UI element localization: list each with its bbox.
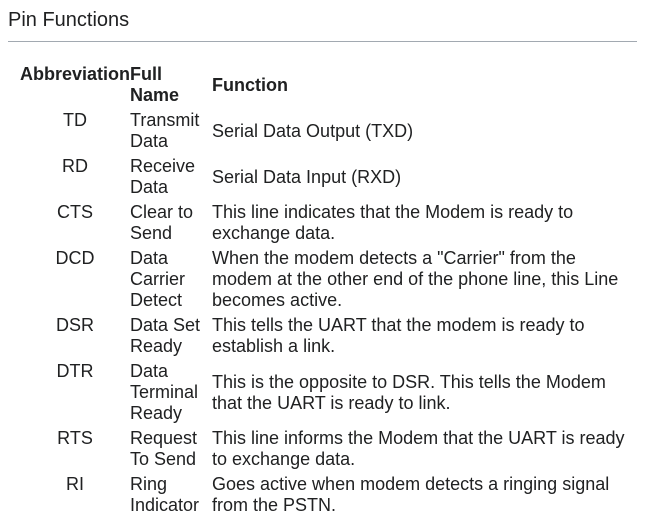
function-cell: Serial Data Input (RXD) (212, 166, 402, 187)
pin-functions-table: Abbreviation Full Name Function TD Transm… (20, 62, 626, 518)
abbreviation-cell: RI (66, 474, 84, 494)
abbreviation-cell: DSR (56, 315, 95, 335)
function-cell: When the modem detects a "Carrier" from … (212, 248, 619, 310)
table-row: RI Ring Indicator Goes active when modem d… (20, 472, 626, 518)
col-header-full-name: Full Name (130, 64, 180, 105)
full-name-cell: Data Terminal Ready (130, 361, 199, 423)
table-row: DSR Data Set Ready This tells the UART tha… (20, 313, 626, 359)
col-header-abbreviation: Abbreviation (20, 64, 131, 84)
full-name-cell: Receive Data (130, 156, 196, 197)
table-row: CTS Clear to Send This line indicates that… (20, 200, 626, 246)
full-name-cell: Request To Send (130, 428, 198, 469)
table-row: RTS Request To Send This line informs the … (20, 426, 626, 472)
abbreviation-cell: CTS (57, 202, 93, 222)
function-cell: Goes active when modem detects a ringing… (212, 474, 610, 515)
function-cell: This line indicates that the Modem is re… (212, 202, 574, 243)
col-header-function: Function (212, 74, 288, 95)
abbreviation-cell: DCD (55, 248, 95, 268)
function-cell: This is the opposite to DSR. This tells … (212, 371, 606, 413)
full-name-cell: Transmit Data (130, 110, 200, 151)
page-title: Pin Functions (8, 9, 130, 31)
full-name-cell: Data Set Ready (130, 315, 201, 356)
function-cell: This tells the UART that the modem is re… (212, 315, 585, 356)
abbreviation-cell: DTR (56, 361, 94, 381)
table-row: RD Receive Data Serial Data Input (RXD) (20, 154, 626, 200)
section-divider (8, 41, 637, 42)
function-cell: This line informs the Modem that the UAR… (212, 428, 625, 469)
function-cell: Serial Data Output (TXD) (212, 120, 414, 141)
table-row: DCD Data Carrier Detect When the modem det… (20, 246, 626, 313)
full-name-cell: Ring Indicator (130, 474, 200, 515)
full-name-cell: Clear to Send (130, 202, 194, 243)
abbreviation-cell: RD (62, 156, 88, 176)
abbreviation-cell: TD (63, 110, 87, 130)
table-header: Abbreviation Full Name Function (20, 62, 626, 108)
header-row: Abbreviation Full Name Function (20, 62, 626, 108)
table-body: TD Transmit Data Serial Data Output (TXD) R… (20, 108, 626, 518)
table-row: DTR Data Terminal Ready This is the opposi… (20, 359, 626, 426)
abbreviation-cell: RTS (57, 428, 93, 448)
table-row: TD Transmit Data Serial Data Output (TXD) (20, 108, 626, 154)
full-name-cell: Data Carrier Detect (130, 248, 186, 310)
